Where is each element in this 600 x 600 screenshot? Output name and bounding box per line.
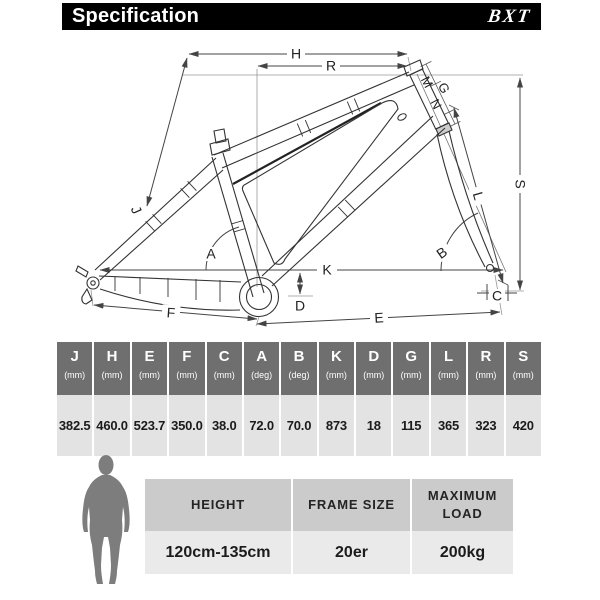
fit-table: HEIGHT FRAME SIZE MAXIMUM LOAD 120cm-135… bbox=[145, 479, 515, 574]
col-header: L(mm) bbox=[430, 342, 467, 395]
tube-hatches bbox=[114, 98, 361, 302]
dim-label-r: R bbox=[326, 58, 336, 74]
col-value: 365 bbox=[430, 395, 467, 456]
col-header: F(mm) bbox=[169, 342, 205, 395]
col-header: B(deg) bbox=[281, 342, 317, 395]
dim-label-j: J bbox=[128, 203, 145, 216]
dim-label-s: S bbox=[513, 179, 529, 188]
col-value: 382.5 bbox=[57, 395, 93, 456]
dim-label-h: H bbox=[291, 46, 301, 62]
col-header: E(mm) bbox=[131, 342, 168, 395]
dim-label-e: E bbox=[374, 309, 384, 325]
frame-geometry-diagram: H R J M G N S L B C K D E F A bbox=[75, 46, 529, 327]
geometry-table: J(mm) H(mm) E(mm) F(mm) C(mm) A(deg) B(d… bbox=[57, 342, 541, 456]
dim-label-f: F bbox=[166, 304, 176, 321]
dim-label-a: A bbox=[206, 246, 216, 262]
fit-col-header: MAXIMUM LOAD bbox=[412, 479, 513, 531]
dim-label-k: K bbox=[322, 262, 332, 278]
extension-lines bbox=[90, 56, 524, 327]
col-header: R(mm) bbox=[468, 342, 504, 395]
dim-label-m: M bbox=[418, 74, 436, 91]
col-header: G(mm) bbox=[393, 342, 429, 395]
dim-label-c: C bbox=[492, 288, 502, 304]
col-value: 460.0 bbox=[94, 395, 130, 456]
col-value: 18 bbox=[356, 395, 392, 456]
col-value: 70.0 bbox=[281, 395, 317, 456]
col-value: 323 bbox=[468, 395, 504, 456]
col-header: S(mm) bbox=[505, 342, 541, 395]
fit-col-value: 200kg bbox=[412, 531, 513, 574]
col-header: H(mm) bbox=[94, 342, 130, 395]
dimension-lines bbox=[93, 51, 523, 327]
col-value: 115 bbox=[393, 395, 429, 456]
geometry-table-values: 382.5 460.0 523.7 350.0 38.0 72.0 70.0 8… bbox=[57, 395, 541, 456]
geometry-table-header: J(mm) H(mm) E(mm) F(mm) C(mm) A(deg) B(d… bbox=[57, 342, 541, 395]
fit-col-header: HEIGHT bbox=[145, 479, 291, 531]
col-value: 72.0 bbox=[243, 395, 280, 456]
fit-table-header: HEIGHT FRAME SIZE MAXIMUM LOAD bbox=[145, 479, 515, 531]
fit-col-value: 120cm-135cm bbox=[145, 531, 291, 574]
rider-silhouette-icon bbox=[82, 455, 130, 584]
col-value: 420 bbox=[505, 395, 541, 456]
col-header: A(deg) bbox=[243, 342, 280, 395]
fit-table-values: 120cm-135cm 20er 200kg bbox=[145, 531, 515, 574]
header-bar: Specification BXT bbox=[62, 3, 541, 30]
fit-col-value: 20er bbox=[293, 531, 410, 574]
col-header: C(mm) bbox=[206, 342, 242, 395]
frame-drawing bbox=[75, 59, 495, 318]
person-icon bbox=[82, 455, 130, 584]
dimension-labels: H R J M G N S L B C K D E F A bbox=[128, 46, 529, 326]
page-title: Specification bbox=[72, 5, 200, 27]
col-header: K(mm) bbox=[318, 342, 355, 395]
col-header: D(mm) bbox=[356, 342, 392, 395]
dim-label-d: D bbox=[295, 298, 305, 314]
col-header: J(mm) bbox=[57, 342, 93, 395]
col-value: 350.0 bbox=[169, 395, 205, 456]
col-value: 523.7 bbox=[131, 395, 168, 456]
col-value: 873 bbox=[318, 395, 355, 456]
fit-col-header: FRAME SIZE bbox=[293, 479, 410, 531]
col-value: 38.0 bbox=[206, 395, 242, 456]
